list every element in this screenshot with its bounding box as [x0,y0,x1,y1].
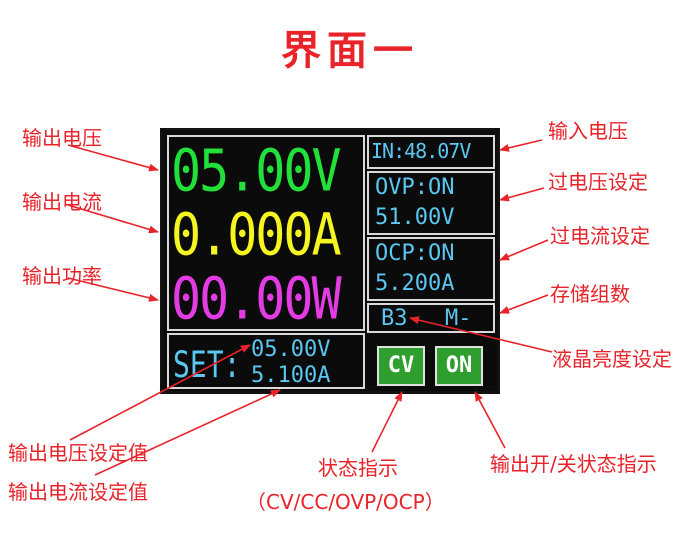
arrow-output-power [67,277,159,302]
arrow-ovp [499,187,545,202]
storage-brightness-panel [367,303,495,333]
input-voltage-readout: IN:48.07V [371,139,471,163]
label-status-modes: （CV/CC/OVP/OCP） [246,490,445,514]
ovp-value: 51.00V [375,205,455,230]
label-output-current: 输出电流 [22,190,102,214]
storage-group: B3 [381,306,408,331]
arrow-set-voltage [69,344,251,441]
arrow-ocp [499,239,549,261]
output-power-readout: 00.00W [171,265,342,333]
set-current-value: 5.100A [251,363,331,388]
arrow-output-current [67,204,159,234]
lcd-screen: 05.00V 0.000A 00.00W SET: 05.00V 5.100A … [160,128,500,394]
output-on-button[interactable]: ON [435,346,483,386]
arrow-status [371,391,403,453]
ocp-status: OCP:ON [375,241,455,266]
arrow-output-voltage [67,144,159,172]
label-storage-group: 存储组数 [550,282,630,306]
label-ovp-setting: 过电压设定 [548,170,648,194]
arrow-output-onoff [474,391,506,449]
label-set-current-value: 输出电流设定值 [8,480,148,504]
arrow-brightness [409,316,553,353]
setpoint-panel [167,333,365,389]
output-voltage-readout: 05.00V [171,137,342,205]
label-input-voltage: 输入电压 [548,119,628,143]
label-status-indicator: 状态指示 [318,456,398,480]
cv-mode-button[interactable]: CV [377,346,425,386]
set-label: SET: [173,343,241,386]
label-ocp-setting: 过电流设定 [550,224,650,248]
input-voltage-panel [367,135,495,169]
ovp-status: OVP:ON [375,175,455,200]
arrow-set-current [94,389,281,476]
ovp-panel [367,171,495,235]
label-set-voltage-value: 输出电压设定值 [8,441,148,465]
main-readout-panel [167,135,365,331]
label-output-onoff: 输出开/关状态指示 [490,452,657,476]
set-voltage-value: 05.00V [251,337,331,362]
ocp-panel [367,237,495,301]
arrow-input-voltage [499,139,543,152]
label-output-voltage: 输出电压 [22,126,102,150]
page-title: 界面一 [281,28,419,74]
output-current-readout: 0.000A [171,201,342,269]
ocp-value: 5.200A [375,271,455,296]
label-brightness-setting: 液晶亮度设定 [552,347,672,371]
arrow-storage [499,294,549,314]
label-output-power: 输出功率 [22,264,102,288]
